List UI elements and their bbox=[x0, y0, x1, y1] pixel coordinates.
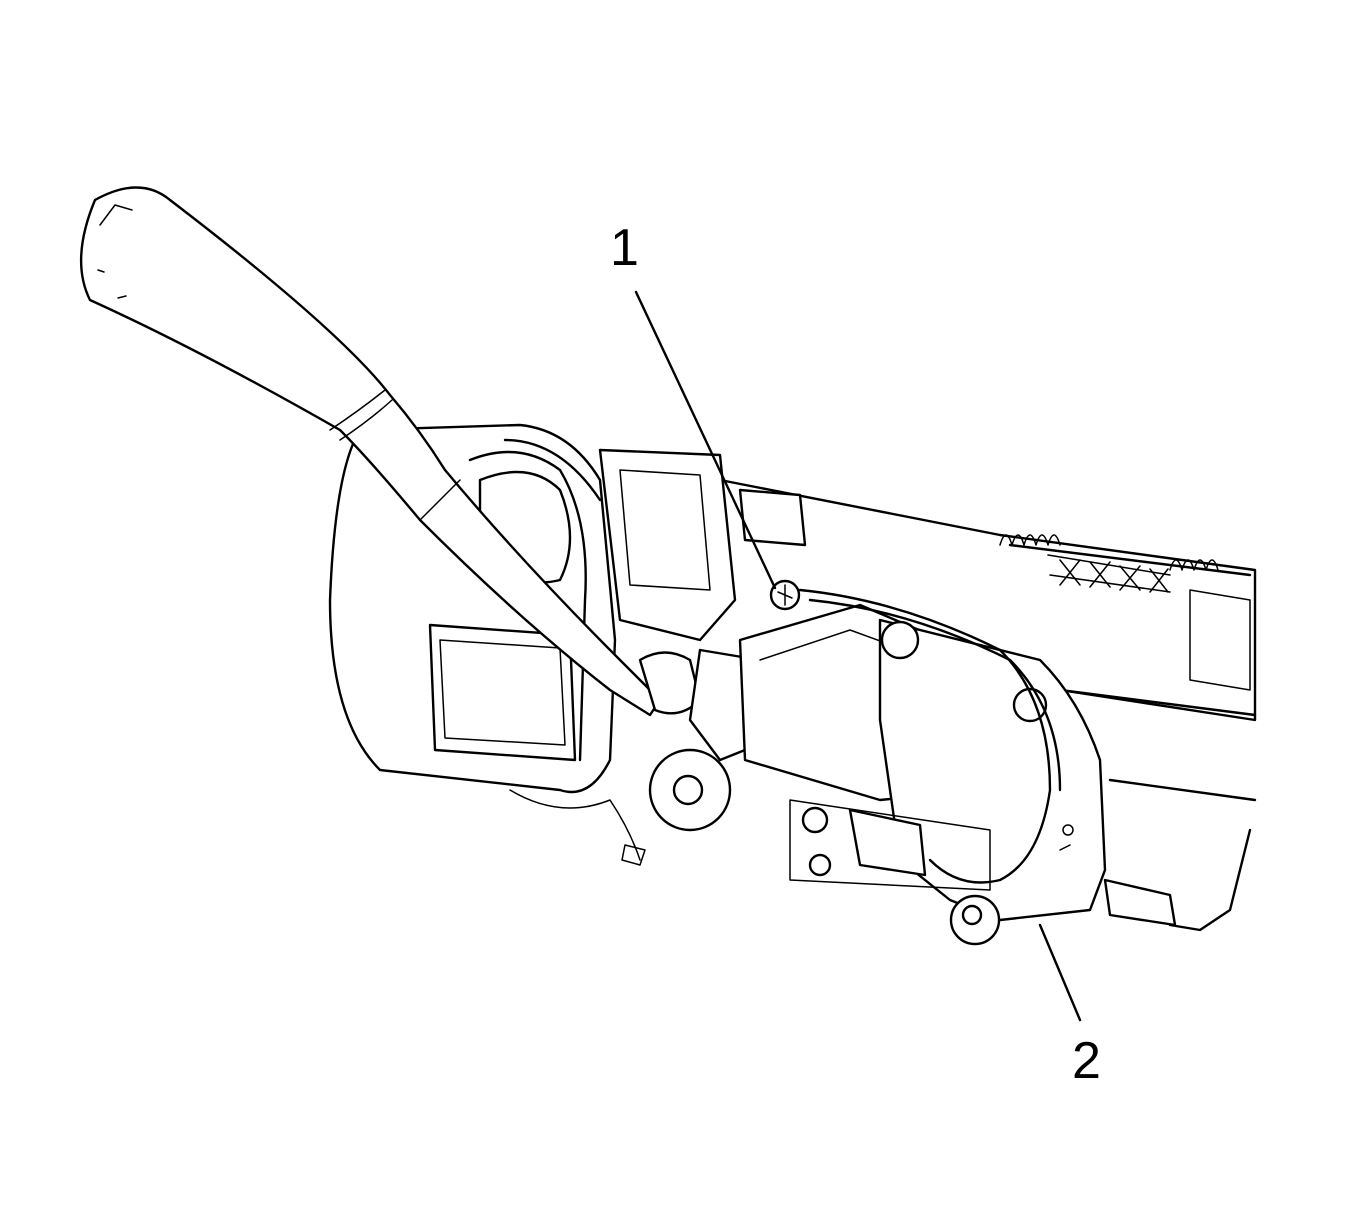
callout-label-2: 2 bbox=[1072, 1032, 1101, 1090]
tension-spring bbox=[999, 534, 1219, 593]
multifunction-lever bbox=[79, 186, 702, 717]
column-rear-frame bbox=[718, 478, 1257, 932]
callout-1-leader bbox=[634, 290, 777, 590]
switch-module bbox=[789, 588, 1177, 946]
callout-label-1: 1 bbox=[610, 219, 639, 277]
callout-2-leader bbox=[1038, 923, 1082, 1022]
switch-housing bbox=[328, 423, 617, 794]
wiring-harness bbox=[509, 789, 646, 866]
